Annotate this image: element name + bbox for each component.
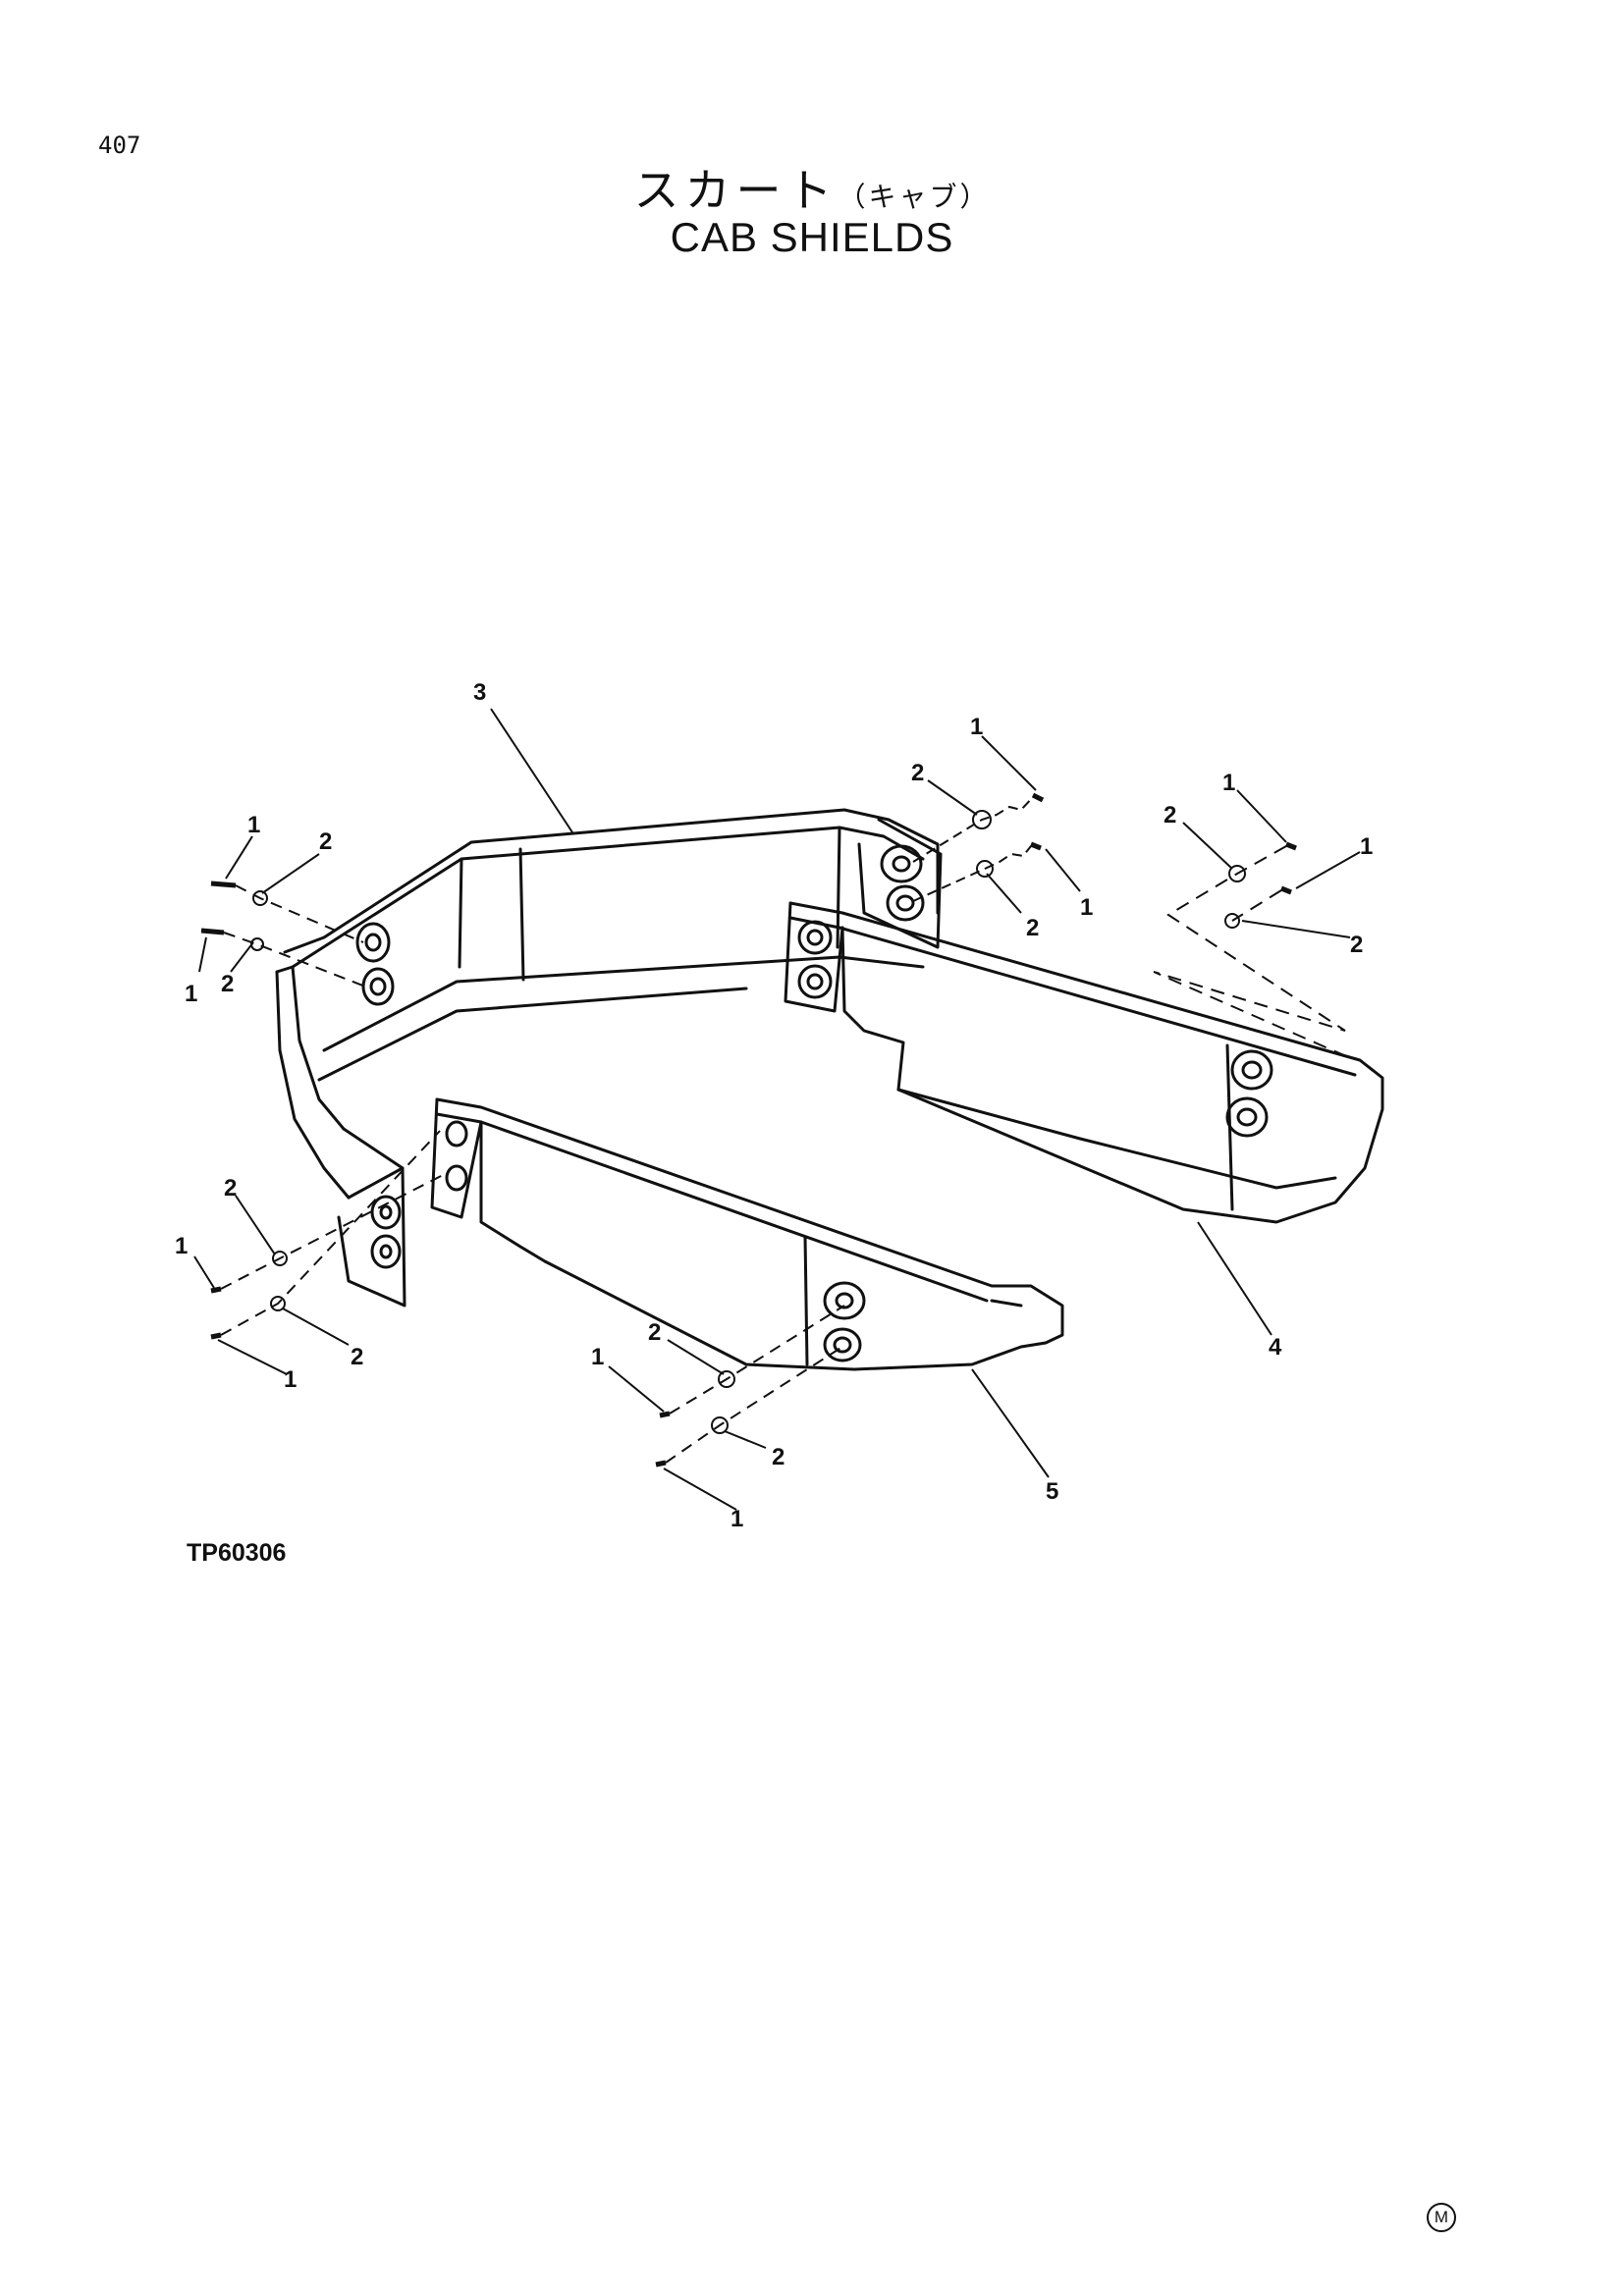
- hardware-lower-left: [210, 1130, 448, 1340]
- page-title-english: CAB SHIELDS: [670, 214, 954, 260]
- callout-part-4: 4: [1269, 1334, 1282, 1361]
- callout-washer: 2: [911, 760, 924, 786]
- callout-bolt: 1: [591, 1344, 604, 1370]
- callout-washer: 2: [772, 1444, 785, 1470]
- callout-washer: 2: [224, 1175, 237, 1201]
- callout-washer: 2: [648, 1319, 661, 1346]
- callout-bolt: 1: [175, 1233, 188, 1259]
- cab-shield-part-4: [784, 901, 1384, 1224]
- callout-washer: 2: [1164, 802, 1176, 828]
- callout-washer: 2: [221, 971, 234, 997]
- cab-shield-part-3: [275, 808, 943, 1308]
- page-number: 407: [98, 132, 141, 159]
- page-title-japanese: スカート（キャブ）: [0, 155, 1624, 220]
- hardware-right-upper: [912, 792, 1045, 902]
- hardware-front-left: [200, 881, 366, 988]
- callout-bolt: 1: [731, 1506, 743, 1532]
- title-ja-subtitle: （キャブ）: [838, 181, 991, 213]
- callout-part-5: 5: [1046, 1478, 1058, 1505]
- callout-part-3: 3: [473, 679, 486, 706]
- callout-washer: 2: [1026, 915, 1039, 941]
- callout-bolt: 1: [284, 1366, 297, 1393]
- title-ja-main: スカート: [633, 164, 839, 217]
- leader-lines: [193, 708, 1361, 1511]
- callout-washer: 2: [351, 1344, 363, 1370]
- cab-shield-part-5: [430, 1097, 1064, 1371]
- callout-bolt: 1: [1080, 894, 1093, 921]
- callout-bolt: 1: [247, 812, 260, 838]
- callout-washer: 2: [1350, 932, 1363, 958]
- figure-code: TP60306: [187, 1539, 287, 1567]
- hardware-right-far: [1153, 841, 1356, 1061]
- hardware-bottom-middle: [655, 1305, 845, 1468]
- callout-bolt: 1: [1360, 833, 1373, 860]
- callout-bolt: 1: [1222, 770, 1235, 796]
- callout-bolt: 1: [970, 714, 983, 740]
- callout-bolt: 1: [185, 981, 197, 1007]
- callout-washer: 2: [319, 828, 332, 855]
- corner-mark: M: [1427, 2203, 1456, 2232]
